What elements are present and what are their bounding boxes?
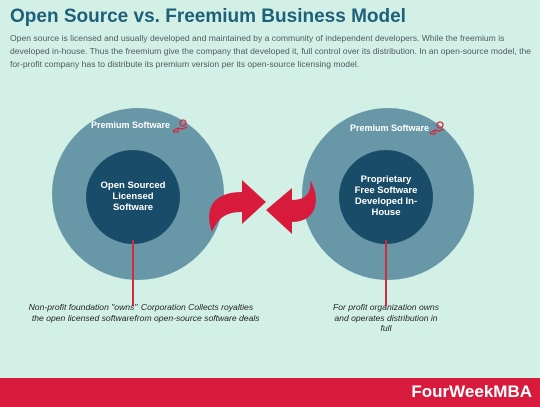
page-title: Open Source vs. Freemium Business Model <box>10 6 406 27</box>
left-premium-label: Premium Software <box>91 120 171 130</box>
note-forprofit: For profit organization owns and operate… <box>332 302 440 333</box>
left-core-label: Open Sourced Licensed Software <box>100 180 166 213</box>
right-core-label: Proprietary Free Software Developed In-H… <box>354 174 418 218</box>
right-connector-line <box>385 240 387 306</box>
arrow-left-icon <box>266 180 316 234</box>
hand-coin-icon <box>429 121 445 135</box>
brand-logo: FourWeekMBA <box>411 382 532 401</box>
right-premium-label: Premium Software <box>350 123 430 133</box>
note-corporation: Corporation Collects royalties from open… <box>134 302 260 323</box>
left-inner-circle <box>86 150 180 244</box>
note-nonprofit: Non-profit foundation "owns" the open li… <box>28 302 138 323</box>
footer-bar: FourWeekMBA <box>0 378 540 407</box>
right-inner-circle <box>339 150 433 244</box>
hand-coin-icon <box>172 119 188 133</box>
arrow-right-icon <box>209 180 266 232</box>
description: Open source is licensed and usually deve… <box>10 33 532 70</box>
left-connector-line <box>132 240 134 306</box>
